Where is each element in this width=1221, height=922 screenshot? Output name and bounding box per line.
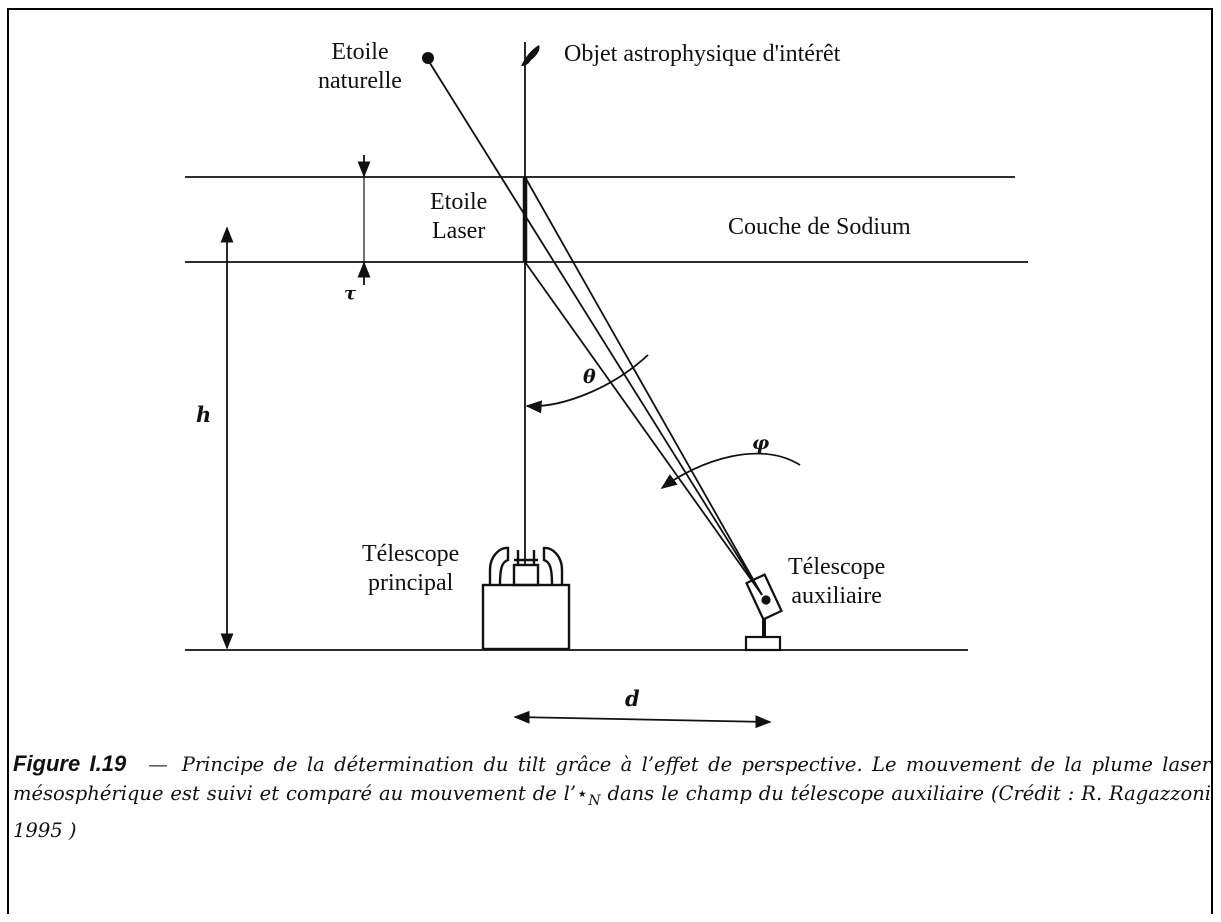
laser-ray-bottom: [524, 261, 763, 596]
caption-text: Principe de la détermination du tilt grâ…: [13, 753, 1211, 805]
object-icon: [521, 45, 540, 66]
caption-number: Figure I.19: [13, 751, 127, 776]
main-telescope-icon: [481, 546, 571, 651]
natural-star-ray: [427, 59, 763, 596]
h-symbol: h: [196, 402, 212, 427]
laser-ray-top: [524, 176, 763, 596]
theta-symbol: θ: [583, 366, 596, 388]
theta-arc: [525, 354, 649, 414]
caption-dash: —: [148, 753, 168, 776]
diagram: [185, 42, 1028, 729]
caption-star-symbol: ⋆: [576, 782, 589, 805]
figure-frame: [7, 8, 1213, 914]
caption-text-end: dans le champ du télescope auxiliaire (C…: [13, 782, 1212, 842]
object-label: Objet astrophysique d'intérêt: [564, 41, 841, 67]
sodium-layer-label: Couche de Sodium: [728, 214, 911, 240]
natural-star-label: Etoile naturelle: [318, 39, 402, 94]
main-telescope-label: Télescope principal: [362, 541, 460, 596]
natural-star-icon: [422, 52, 434, 64]
aux-telescope-icon: [744, 573, 783, 652]
phi-symbol: φ: [752, 432, 770, 454]
caption-star-subscript: N: [588, 792, 601, 809]
d-symbol: d: [625, 686, 640, 711]
d-arrow: [513, 710, 772, 729]
figure-caption: Figure I.19 —Principe de la détermination…: [13, 749, 1211, 845]
aux-telescope-label: Télescope auxiliaire: [788, 554, 886, 609]
tau-symbol: τ: [344, 283, 357, 304]
laser-star-label: Etoile Laser: [430, 189, 488, 244]
phi-arc: [660, 452, 801, 489]
